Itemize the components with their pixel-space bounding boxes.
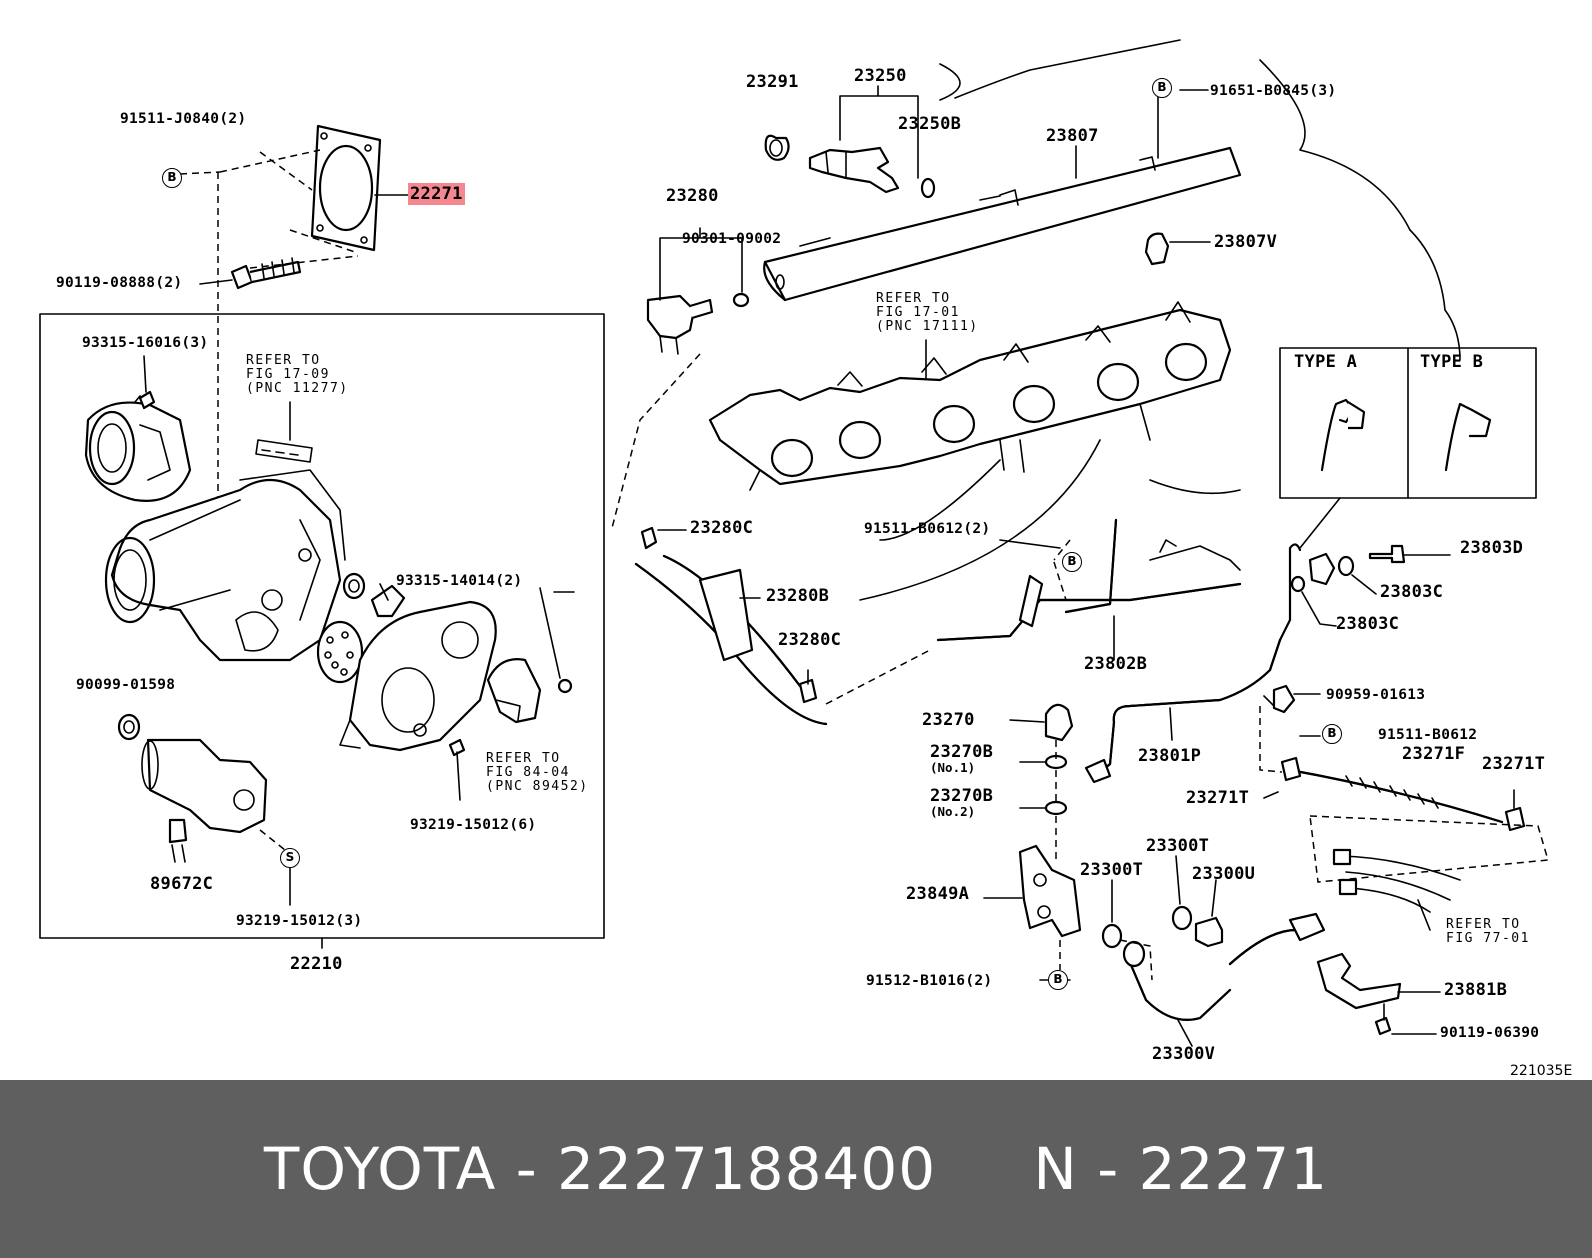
part-label: 22210 bbox=[290, 954, 343, 974]
part-sub-label: (No.2) bbox=[930, 804, 976, 819]
part-label: 91511-B0612(2) bbox=[864, 521, 991, 537]
badge-s: S bbox=[280, 848, 300, 868]
pipe-23802b-shape bbox=[936, 518, 1242, 642]
part-label: 23807V bbox=[1214, 232, 1278, 252]
type-a-label: TYPE A bbox=[1294, 352, 1358, 372]
badge-b: B bbox=[1062, 552, 1082, 572]
part-label: 91651-B0845(3) bbox=[1210, 83, 1337, 99]
part-label: 23250 bbox=[854, 66, 907, 86]
part-label: 90099-01598 bbox=[76, 677, 176, 693]
diagram-code: 221035E bbox=[1510, 1063, 1573, 1079]
footer-part-number: 2227188400 bbox=[557, 1135, 937, 1203]
part-label: 23807 bbox=[1046, 126, 1099, 146]
part-label: 23270 bbox=[922, 710, 975, 730]
footer-brand: TOYOTA bbox=[263, 1135, 497, 1203]
footer-band: TOYOTA - 2227188400 N - 22271 bbox=[0, 1080, 1592, 1258]
reference-note: REFER TO FIG 17-01 (PNC 17111) bbox=[876, 291, 979, 334]
part-label: 23280 bbox=[666, 186, 719, 206]
part-label: 23271F bbox=[1402, 744, 1466, 764]
footer-separator: - bbox=[515, 1135, 538, 1203]
part-label: 90119-08888(2) bbox=[56, 275, 183, 291]
part-label: 23803C bbox=[1380, 582, 1444, 602]
part-label: 93315-16016(3) bbox=[82, 335, 209, 351]
part-label-highlighted: 22271 bbox=[408, 183, 465, 205]
part-label: 90301-09002 bbox=[682, 231, 782, 247]
part-label: 23300T bbox=[1146, 836, 1210, 856]
part-label: 23270B bbox=[930, 786, 994, 806]
part-label: 91511-B0612 bbox=[1378, 727, 1478, 743]
part-label: 23849A bbox=[906, 884, 970, 904]
part-label: 23803D bbox=[1460, 538, 1524, 558]
part-label: 93219-15012(6) bbox=[410, 817, 537, 833]
part-label: 89672C bbox=[150, 874, 214, 894]
part-label: 23271T bbox=[1482, 754, 1546, 774]
part-sub-label: (No.1) bbox=[930, 760, 976, 775]
part-label: 90959-01613 bbox=[1326, 687, 1426, 703]
fuel-rail-shape bbox=[763, 146, 1242, 302]
part-label: 23802B bbox=[1084, 654, 1148, 674]
intake-manifold-shape bbox=[708, 301, 1232, 491]
part-label: 23280B bbox=[766, 586, 830, 606]
part-label: 23271T bbox=[1186, 788, 1250, 808]
part-label: 93315-14014(2) bbox=[396, 573, 523, 589]
actuator-housing-shape bbox=[339, 600, 497, 752]
footer-n-value: 22271 bbox=[1138, 1135, 1329, 1203]
part-label: 23291 bbox=[746, 72, 799, 92]
footer-separator: - bbox=[1097, 1135, 1120, 1203]
part-label: 23280C bbox=[690, 518, 754, 538]
badge-b: B bbox=[1322, 724, 1342, 744]
throttle-motor-shape bbox=[141, 738, 268, 863]
gasket-22271-shape bbox=[310, 124, 382, 252]
part-label: 23250B bbox=[898, 114, 962, 134]
type-b-label: TYPE B bbox=[1420, 352, 1484, 372]
part-label: 91512-B1016(2) bbox=[866, 973, 993, 989]
highlight-marker: 22271 bbox=[408, 183, 465, 205]
part-label: 23801P bbox=[1138, 746, 1202, 766]
bolt-90119-08888-shape bbox=[230, 257, 302, 290]
part-label: 23300V bbox=[1152, 1044, 1216, 1064]
footer-title: TOYOTA - 2227188400 N - 22271 bbox=[0, 1135, 1592, 1203]
parts-diagram: B B B B B S 91511-J0840(2) 22271 90119-0… bbox=[39, 39, 1573, 1079]
injector-shape bbox=[808, 146, 900, 194]
throttle-body-shape bbox=[84, 395, 346, 662]
part-label: 90119-06390 bbox=[1440, 1025, 1540, 1041]
badge-b: B bbox=[162, 168, 182, 188]
part-label: 23881B bbox=[1444, 980, 1508, 1000]
footer-n-label: N bbox=[1033, 1135, 1078, 1203]
part-label: 23300T bbox=[1080, 860, 1144, 880]
badge-b: B bbox=[1048, 970, 1068, 990]
reference-note: REFER TO FIG 77-01 bbox=[1446, 917, 1530, 946]
reference-note: REFER TO FIG 84-04 (PNC 89452) bbox=[486, 751, 589, 794]
part-label: 91511-J0840(2) bbox=[120, 111, 247, 127]
part-label: 23280C bbox=[778, 630, 842, 650]
diagram-artwork bbox=[39, 39, 1549, 1047]
badge-b: B bbox=[1152, 78, 1172, 98]
part-label: 23270B bbox=[930, 742, 994, 762]
part-label: 23300U bbox=[1192, 864, 1256, 884]
part-label: 23803C bbox=[1336, 614, 1400, 634]
reference-note: REFER TO FIG 17-09 (PNC 11277) bbox=[246, 353, 349, 396]
part-label: 93219-15012(3) bbox=[236, 913, 363, 929]
